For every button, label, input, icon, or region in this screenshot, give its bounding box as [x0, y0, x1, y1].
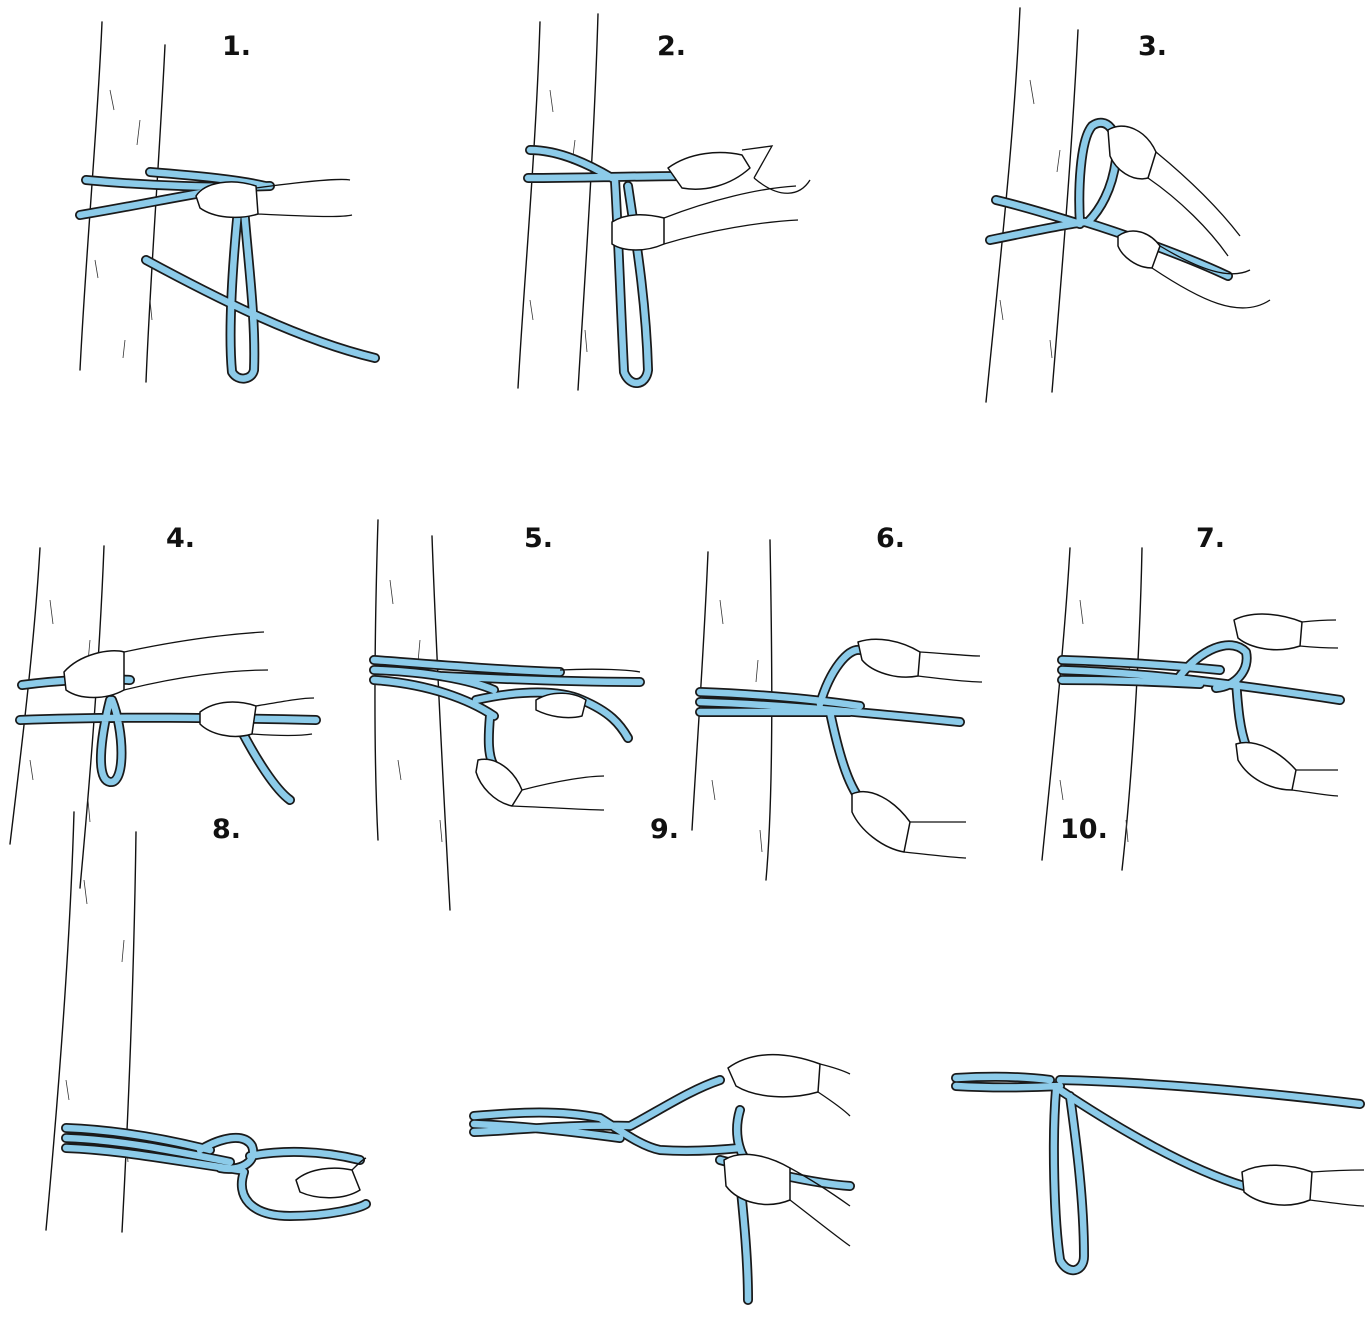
tree-trunk	[518, 14, 598, 390]
step-8-panel: 8.	[46, 812, 366, 1232]
step-label: 3.	[1138, 31, 1167, 62]
step-label: 8.	[212, 814, 241, 845]
rope	[20, 679, 316, 800]
step-1-panel: 1.	[80, 22, 375, 382]
step-10-panel: 10.	[956, 814, 1364, 1270]
step-label: 1.	[222, 31, 251, 62]
rope	[528, 150, 690, 383]
hand	[612, 146, 810, 250]
step-label: 2.	[657, 31, 686, 62]
hand	[1108, 126, 1270, 308]
step-label: 6.	[876, 523, 905, 554]
step-3-panel: 3.	[986, 8, 1270, 402]
hand	[196, 179, 352, 217]
step-9-panel: 9.	[474, 814, 850, 1300]
step-4-panel: 4.	[10, 523, 316, 888]
rope	[1062, 645, 1340, 746]
hand	[1242, 1165, 1364, 1206]
rope	[374, 660, 640, 766]
step-label: 9.	[650, 814, 679, 845]
step-6-panel: 6.	[692, 523, 982, 880]
tree-trunk	[375, 520, 450, 910]
hand	[1234, 614, 1338, 796]
step-label: 5.	[524, 523, 553, 554]
hand	[852, 639, 982, 858]
step-5-panel: 5.	[374, 520, 640, 910]
tree-trunk	[46, 812, 136, 1232]
step-label: 10.	[1060, 814, 1108, 845]
step-label: 4.	[166, 523, 195, 554]
rope	[474, 1080, 850, 1300]
step-2-panel: 2.	[518, 14, 810, 390]
rope	[700, 650, 960, 804]
step-label: 7.	[1196, 523, 1225, 554]
